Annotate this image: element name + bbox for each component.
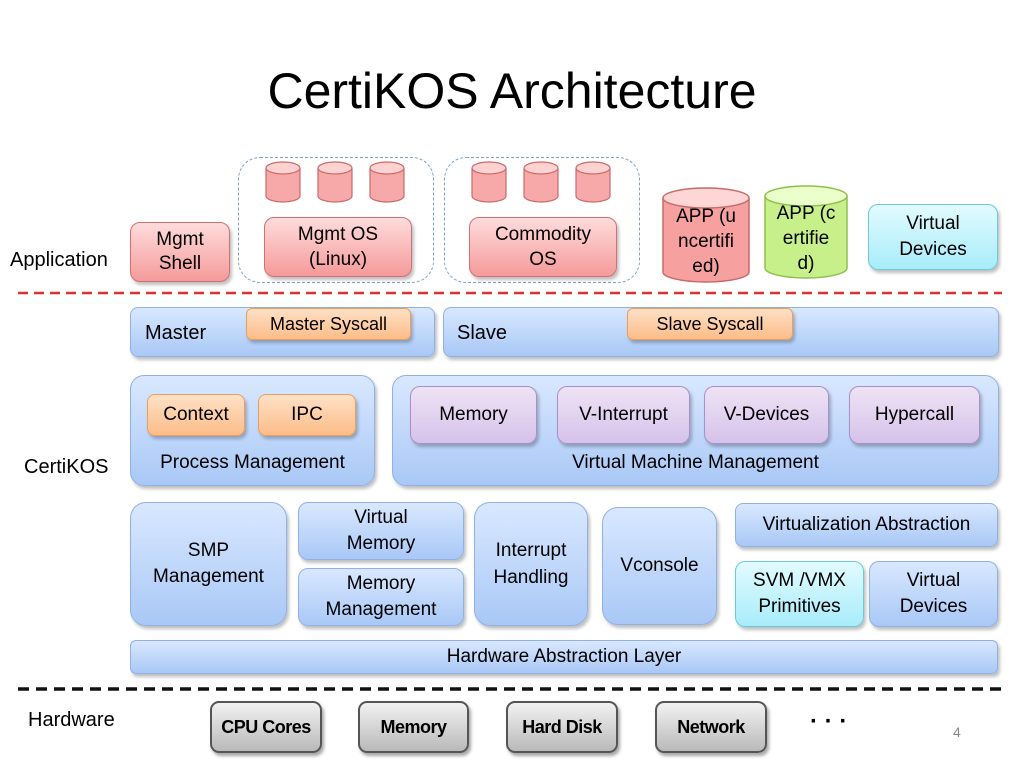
process-management-label: Process Management — [160, 452, 345, 473]
cylinder-icon — [523, 161, 559, 203]
memory-management-box: Memory Management — [298, 568, 464, 626]
mgmt-shell-label: Mgmt Shell — [156, 229, 204, 274]
cylinder-icon — [471, 161, 507, 203]
interrupt-handling-box: Interrupt Handling — [474, 502, 588, 626]
cpu-cores-box: CPU Cores — [210, 701, 322, 753]
context-box: Context — [147, 394, 245, 436]
commodity-os-group — [444, 157, 640, 283]
hard-disk-box: Hard Disk — [506, 701, 618, 753]
app-uncertified-cylinder-icon — [662, 187, 750, 283]
svm-vmx-primitives-box: SVM /VMX Primitives — [735, 561, 864, 627]
more-hardware-ellipsis: · · · — [810, 708, 848, 735]
vm-management-label: Virtual Machine Management — [572, 452, 819, 473]
interrupt-handling-label: Interrupt Handling — [493, 540, 569, 588]
commodity-os-app-cylinders — [471, 161, 611, 203]
app-virtual-devices-box: Virtual Devices — [868, 204, 998, 270]
page-title: CertiKOS Architecture — [267, 63, 757, 119]
memory-hw-box: Memory — [358, 701, 469, 753]
vm-memory-box: Memory — [410, 386, 537, 444]
app-certified-box: APP (certified) — [767, 196, 845, 280]
ipc-box: IPC — [258, 394, 356, 436]
page-number: 4 — [953, 724, 961, 740]
master-label: Master — [145, 321, 207, 344]
app-uncertified-box: APP (uncertified) — [665, 199, 747, 283]
mgmt-os-box: Mgmt OS (Linux) — [264, 217, 412, 277]
application-divider — [18, 291, 1002, 295]
mgmt-os-group — [238, 157, 434, 283]
slave-label: Slave — [457, 321, 508, 344]
cylinder-icon — [265, 161, 301, 203]
svm-vmx-primitives-label: SVM /VMX Primitives — [753, 570, 846, 617]
vconsole-box: Vconsole — [602, 507, 717, 625]
virtual-memory-box: Virtual Memory — [298, 502, 464, 560]
cylinder-icon — [575, 161, 611, 203]
hardware-abstraction-layer-box: Hardware Abstraction Layer — [130, 640, 998, 674]
app-virtual-devices-label: Virtual Devices — [899, 213, 967, 260]
v-devices-box: V-Devices — [704, 386, 829, 444]
app-uncertified-label: APP (uncertified) — [676, 205, 736, 277]
app-certified-label: APP (certified) — [776, 202, 836, 274]
mgmt-shell-box: Mgmt Shell — [130, 222, 230, 282]
app-certified-cylinder-icon — [764, 185, 848, 279]
layer-label-certikos: CertiKOS — [24, 456, 109, 478]
v-interrupt-box: V-Interrupt — [557, 386, 690, 444]
cylinder-icon — [317, 161, 353, 203]
mgmt-os-app-cylinders — [265, 161, 405, 203]
virtual-memory-label: Virtual Memory — [346, 507, 416, 554]
mgmt-os-label: Mgmt OS (Linux) — [297, 224, 379, 270]
smp-management-box: SMP Management — [130, 502, 287, 626]
memory-management-label: Memory Management — [325, 573, 437, 620]
virtualization-abstraction-box: Virtualization Abstraction — [735, 503, 998, 547]
smp-management-label: SMP Management — [153, 540, 264, 587]
commodity-os-label: Commodity OS — [494, 224, 592, 270]
hardware-divider — [18, 687, 1002, 691]
commodity-os-box: Commodity OS — [469, 217, 617, 277]
slave-syscall-box: Slave Syscall — [627, 308, 793, 340]
layer-label-hardware: Hardware — [28, 709, 115, 731]
certikos-virtual-devices-label: Virtual Devices — [899, 570, 968, 617]
cylinder-icon — [369, 161, 405, 203]
layer-label-application: Application — [10, 249, 108, 271]
master-syscall-box: Master Syscall — [246, 308, 411, 340]
hypercall-box: Hypercall — [849, 386, 980, 444]
network-box: Network — [655, 701, 767, 753]
certikos-virtual-devices-box: Virtual Devices — [869, 561, 998, 627]
